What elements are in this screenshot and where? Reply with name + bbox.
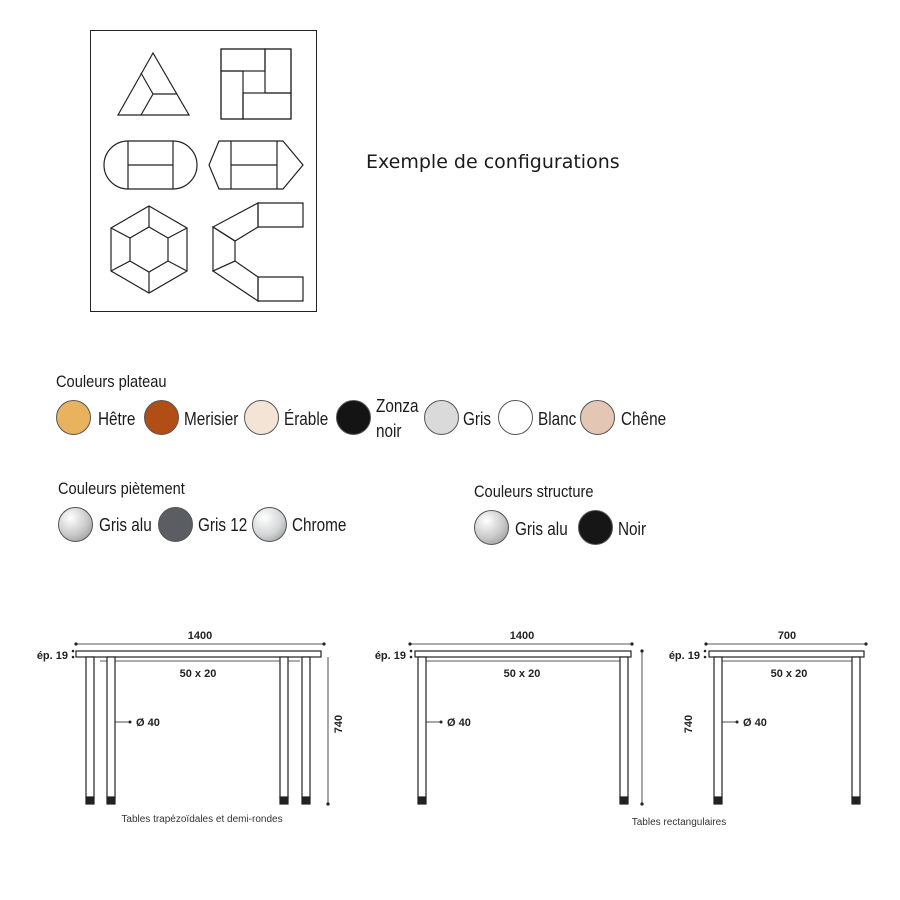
table2-width-label: 1400	[510, 630, 534, 642]
plateau-label-noir: noir	[376, 421, 402, 441]
hexagon-config	[110, 205, 188, 294]
table1-beam-label: 50 x 20	[180, 668, 217, 680]
table2-beam-label: 50 x 20	[504, 668, 541, 680]
structure-label-gris-alu: Gris alu	[515, 519, 568, 539]
pietement-label-gris-12: Gris 12	[198, 515, 248, 535]
structure-swatch-gris-alu	[474, 510, 509, 545]
table1-width-label: 1400	[188, 630, 212, 642]
configurations-caption: Exemple de configurations	[366, 151, 620, 173]
triangle-config	[116, 51, 191, 116]
table3-width-label: 700	[778, 630, 796, 642]
table1-leg-label: Ø 40	[136, 717, 160, 729]
table1-caption: Tables trapézoïdales et demi-rondes	[121, 814, 282, 825]
plateau-label-hetre: Hêtre	[98, 409, 136, 429]
pietement-colors-title: Couleurs piètement	[58, 479, 185, 498]
plateau-swatch-hetre	[56, 400, 91, 435]
table3-height-label: 740	[683, 715, 695, 733]
plateau-label-erable: Érable	[284, 409, 329, 429]
elongated-hexagon-config	[208, 140, 304, 190]
plateau-label-zonza: Zonza	[376, 396, 419, 416]
table2-thickness-label: ép. 19	[375, 650, 406, 662]
table1-height-label: 740	[333, 715, 345, 733]
plateau-label-chene: Chêne	[621, 409, 667, 429]
plateau-swatch-erable	[244, 400, 279, 435]
plateau-swatch-merisier	[144, 400, 179, 435]
pietement-swatch-gris-12	[158, 507, 193, 542]
table-drawing-rectangular: 1400 ép. 19 50 x 20 Ø 40 Tables rectangu…	[375, 630, 726, 828]
pietement-swatch-gris-alu	[58, 507, 93, 542]
pietement-label-chrome: Chrome	[292, 515, 347, 535]
table-drawing-trapezoidal: 1400 ép. 19 50 x 20 Ø 40	[37, 630, 345, 825]
table-drawing-700: 700 ép. 19 50 x 20 Ø 40 740	[669, 630, 868, 805]
configurations-diagram	[90, 30, 317, 312]
plateau-swatch-blanc	[498, 400, 533, 435]
plateau-label-merisier: Merisier	[184, 409, 239, 429]
plateau-label-gris: Gris	[463, 409, 492, 429]
square-config	[220, 48, 292, 120]
structure-colors-title: Couleurs structure	[474, 482, 594, 501]
u-shape-config	[211, 202, 304, 303]
table3-beam-label: 50 x 20	[771, 668, 808, 680]
structure-swatch-noir	[578, 510, 613, 545]
table2-caption: Tables rectangulaires	[632, 817, 727, 828]
table3-leg-label: Ø 40	[743, 717, 767, 729]
plateau-swatch-zonza-noir	[336, 400, 371, 435]
plateau-swatch-chene	[580, 400, 615, 435]
oval-config	[103, 140, 198, 190]
table3-thickness-label: ép. 19	[669, 650, 700, 662]
plateau-colors-title: Couleurs plateau	[56, 372, 167, 391]
plateau-label-blanc: Blanc	[538, 409, 577, 429]
structure-label-noir: Noir	[618, 519, 647, 539]
table2-leg-label: Ø 40	[447, 717, 471, 729]
plateau-swatch-gris	[424, 400, 459, 435]
pietement-label-gris-alu: Gris alu	[99, 515, 152, 535]
table1-thickness-label: ép. 19	[37, 650, 68, 662]
pietement-swatch-chrome	[252, 507, 287, 542]
